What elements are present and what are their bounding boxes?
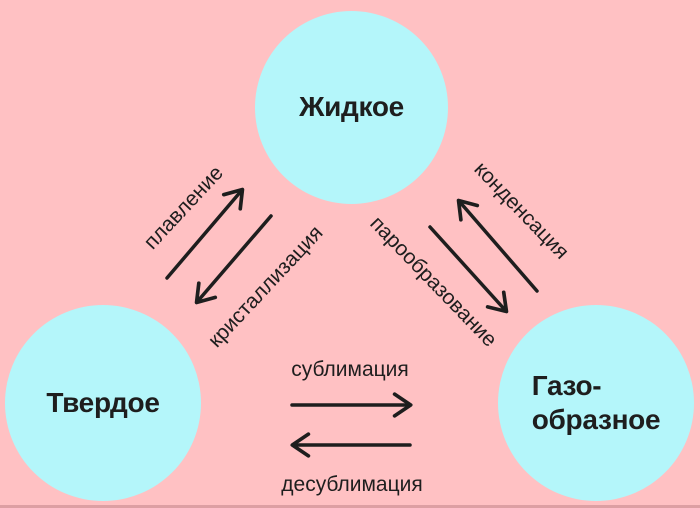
state-label-solid: Твердое (46, 386, 160, 418)
state-circle-solid: Твердое (5, 305, 201, 501)
crystallization-arrow (194, 214, 273, 305)
vaporization-arrow (428, 225, 509, 314)
transition-label-sublimation: сублимация (291, 358, 409, 381)
melting-arrow (165, 187, 245, 280)
transition-label-desublimation: десублимация (281, 473, 423, 496)
state-label-liquid: Жидкое (299, 91, 404, 123)
state-circle-gas: Газо- образное (498, 305, 694, 501)
state-label-gas: Газо- образное (531, 369, 661, 435)
state-circle-liquid: Жидкое (255, 11, 448, 204)
condensation-arrow (456, 198, 539, 293)
